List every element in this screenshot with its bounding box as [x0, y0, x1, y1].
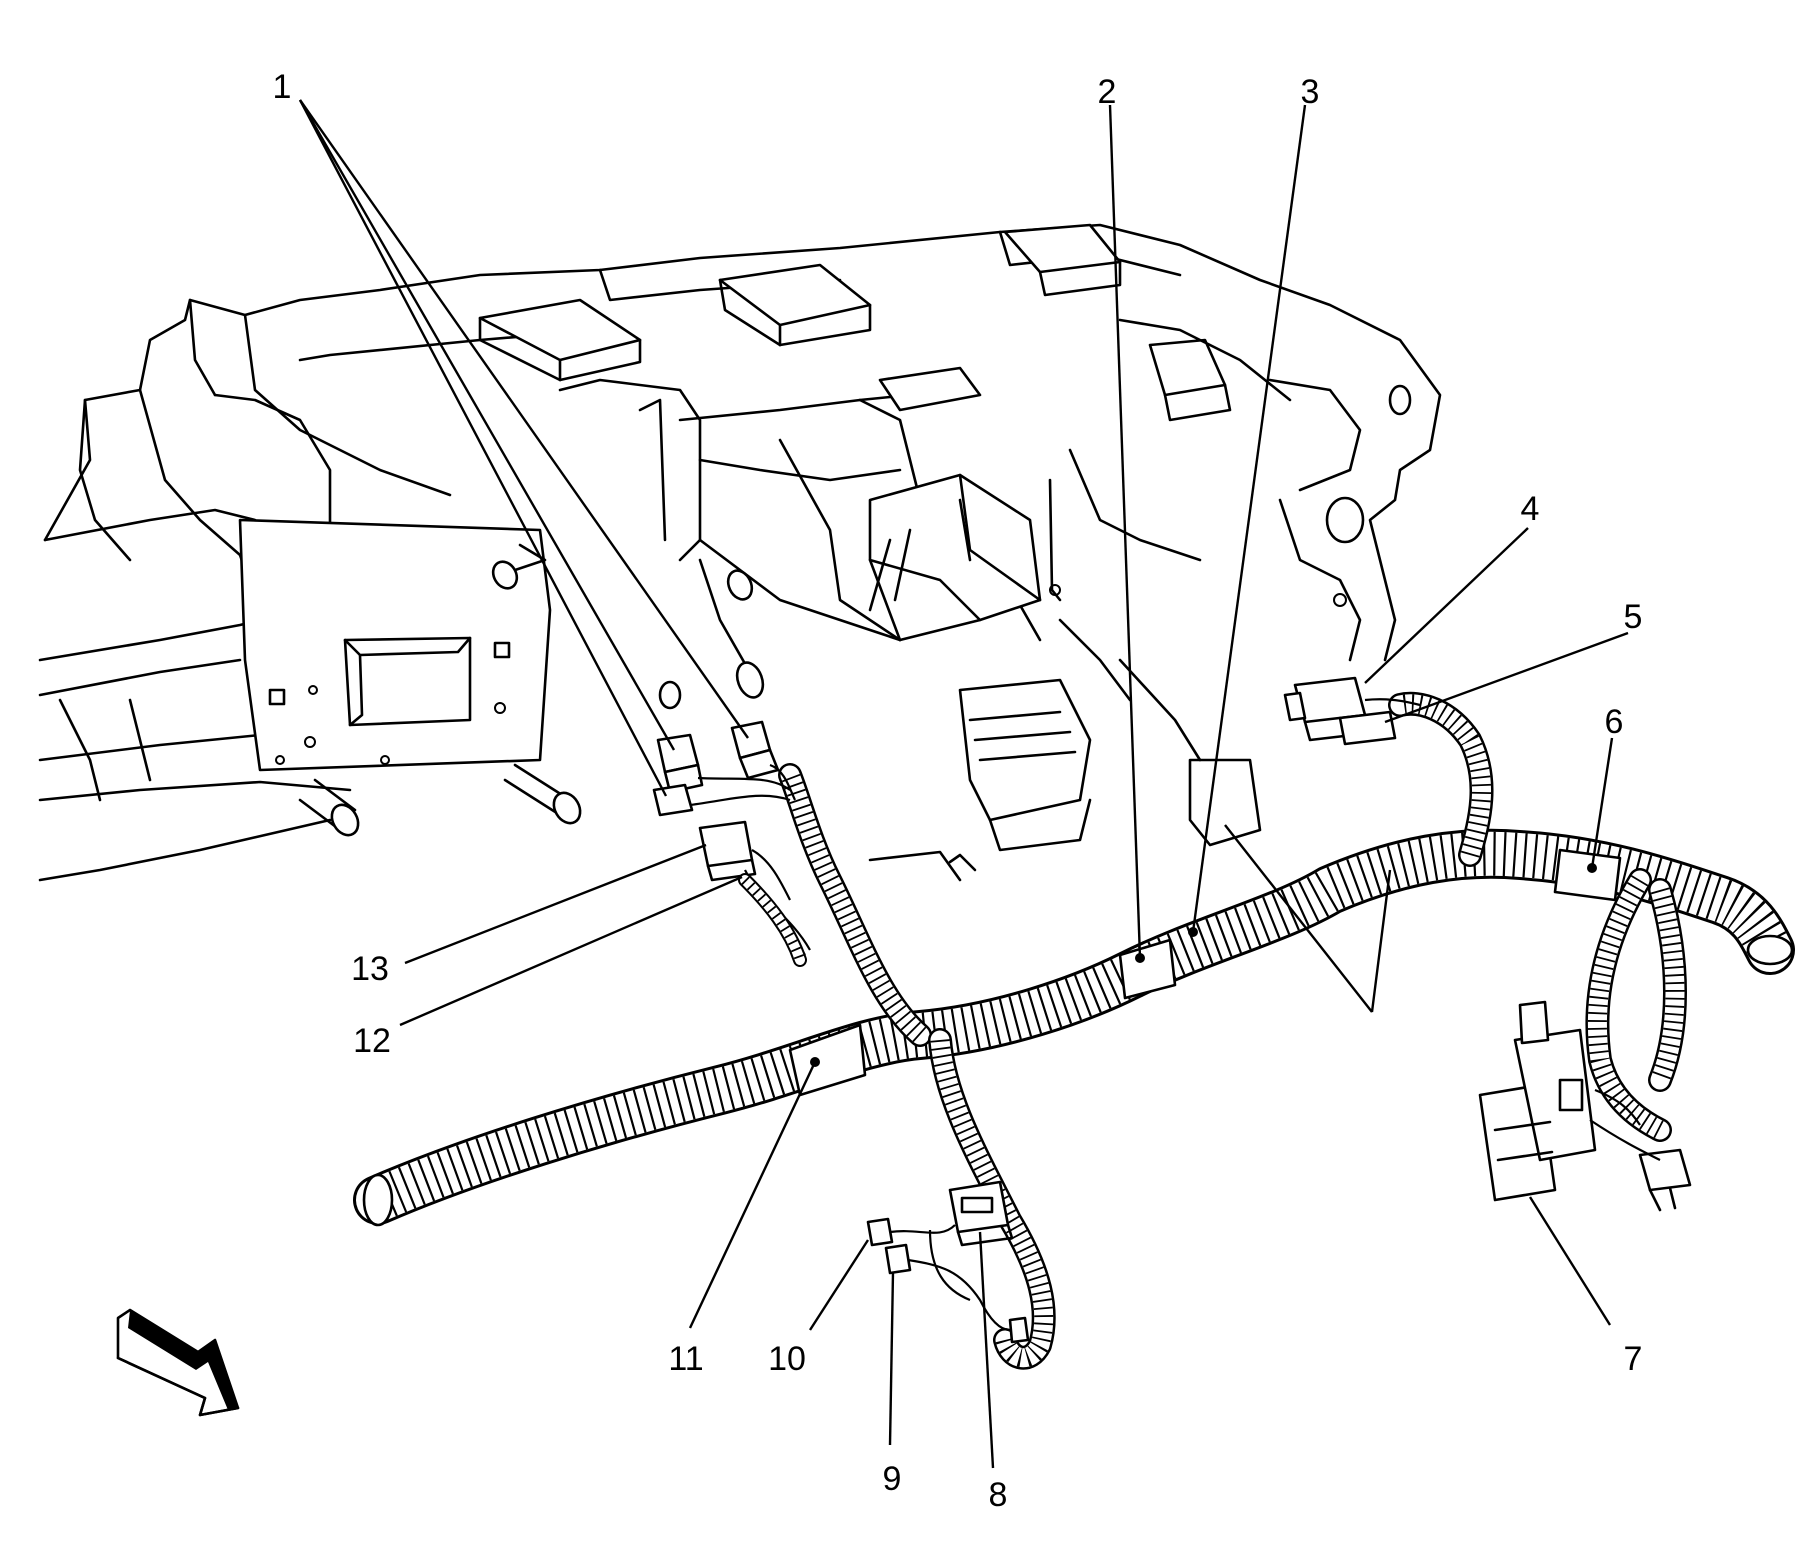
callout-3: 3 — [1301, 73, 1320, 111]
callout-7: 7 — [1624, 1340, 1643, 1378]
callout-6: 6 — [1605, 703, 1624, 741]
callout-labels: 1 2 3 4 5 6 7 8 9 10 11 12 13 — [273, 68, 1643, 1514]
rear-connectors-group — [652, 720, 811, 967]
connector-4-5-group — [1283, 676, 1421, 746]
callout-1: 1 — [273, 68, 292, 106]
callout-8: 8 — [989, 1476, 1008, 1514]
main-wiring-harness — [353, 691, 1795, 1370]
leader-lines — [298, 99, 1629, 1469]
callout-2: 2 — [1098, 73, 1117, 111]
view-direction-arrow-icon — [116, 1308, 240, 1417]
callout-13: 13 — [351, 950, 389, 988]
callout-10: 10 — [768, 1340, 806, 1378]
connector-8-group — [866, 1180, 1030, 1344]
instrument-panel-carrier — [38, 223, 1442, 882]
callout-11: 11 — [668, 1340, 703, 1378]
junction-block-7 — [1478, 1000, 1692, 1212]
callout-4: 4 — [1521, 490, 1540, 528]
callout-9: 9 — [883, 1460, 902, 1498]
callout-12: 12 — [353, 1022, 391, 1060]
callout-5: 5 — [1624, 598, 1643, 636]
